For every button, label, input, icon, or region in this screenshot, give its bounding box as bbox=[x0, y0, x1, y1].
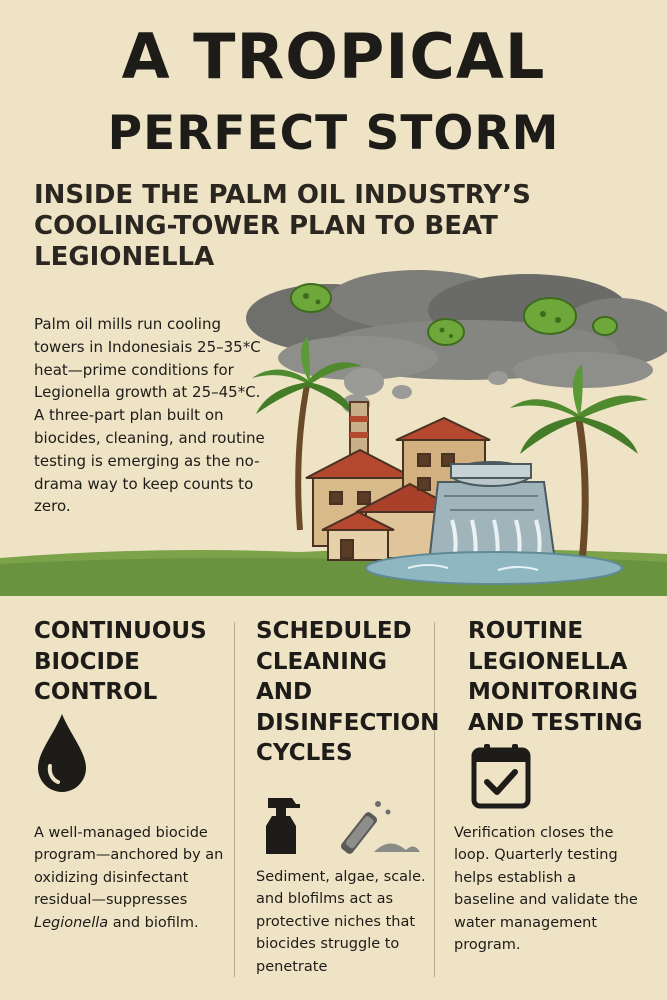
column-title-biocide: CONTINUOUS BIOCIDE CONTROL bbox=[34, 618, 207, 706]
water-pond bbox=[365, 551, 623, 585]
water-drop-icon bbox=[38, 714, 86, 792]
mill-scene-illustration bbox=[246, 270, 667, 585]
column-title-cleaning: SCHEDULED CLEANING AND DISINFECTION CYCL… bbox=[256, 618, 440, 767]
checklist-icon bbox=[471, 744, 531, 809]
intro-paragraph: Palm oil mills run cooling towers in Ind… bbox=[34, 315, 265, 516]
column-title-monitoring: ROUTINE LEGIONELLA MONITORING AND TESTIN… bbox=[468, 618, 643, 736]
bacteria-icon bbox=[290, 283, 618, 346]
storm-cloud bbox=[246, 270, 667, 388]
subtitle: INSIDE THE PALM OIL INDUSTRY’S COOLING-T… bbox=[34, 180, 531, 273]
title-line-2: PERFECT STORM bbox=[107, 106, 560, 161]
column-text-cleaning: Sediment, algae, scale. and blofilms act… bbox=[256, 869, 426, 975]
palm-tree-right bbox=[510, 364, 648, 563]
column-text-biocide: A well-managed biocide program—anchored … bbox=[34, 825, 224, 931]
cooling-tower bbox=[428, 461, 556, 565]
title-line-1: A TROPICAL bbox=[121, 20, 546, 93]
column-divider bbox=[434, 622, 435, 977]
spray-bottle-icon bbox=[266, 798, 420, 854]
palm-tree-left bbox=[252, 336, 362, 531]
column-text-monitoring: Verification closes the loop. Quarterly … bbox=[454, 825, 638, 954]
column-divider bbox=[234, 622, 235, 977]
